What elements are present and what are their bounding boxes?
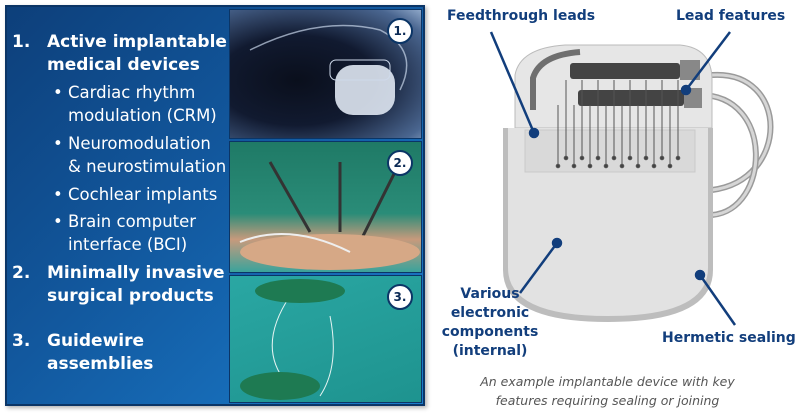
pin-end	[579, 155, 585, 161]
pin-end	[627, 155, 633, 161]
surgery-photo: 2.	[229, 141, 422, 273]
pin-end	[635, 163, 641, 169]
pin-end	[555, 163, 561, 169]
guidewire-illustration	[240, 279, 345, 400]
photo-badge-1: 1.	[387, 18, 413, 44]
lead-connectors	[570, 60, 702, 108]
surgery-illustration	[239, 161, 420, 270]
pin-end	[667, 163, 673, 169]
photo-badge-3: 3.	[387, 284, 413, 310]
pin-end	[619, 163, 625, 169]
pin-end	[659, 155, 665, 161]
leader-lines	[489, 31, 737, 326]
xray-pacemaker-photo: 1.	[229, 9, 422, 139]
label-feedthrough-leads: Feedthrough leads	[447, 8, 596, 24]
feedthrough-pins	[555, 80, 681, 169]
pin-end	[651, 163, 657, 169]
pin-end	[643, 155, 649, 161]
subitem-cochlear: Cochlear implants	[53, 183, 217, 206]
pin-end	[563, 155, 569, 161]
subitem-neuromodulation: Neuromodulation& neurostimulation	[53, 132, 226, 178]
label-hermetic-sealing: Hermetic sealing	[662, 330, 796, 346]
label-lead-features: Lead features	[676, 8, 786, 24]
photo-badge-2: 2.	[387, 150, 413, 176]
pin-end	[587, 163, 593, 169]
applications-panel: 1. Active implantable medical devices Ca…	[5, 5, 425, 406]
guidewire-photo: 3.	[229, 275, 422, 403]
pin-end	[571, 163, 577, 169]
pin-end	[611, 155, 617, 161]
pin-end	[603, 163, 609, 169]
xray-illustration	[249, 24, 408, 115]
pin-end	[675, 155, 681, 161]
pin-end	[595, 155, 601, 161]
